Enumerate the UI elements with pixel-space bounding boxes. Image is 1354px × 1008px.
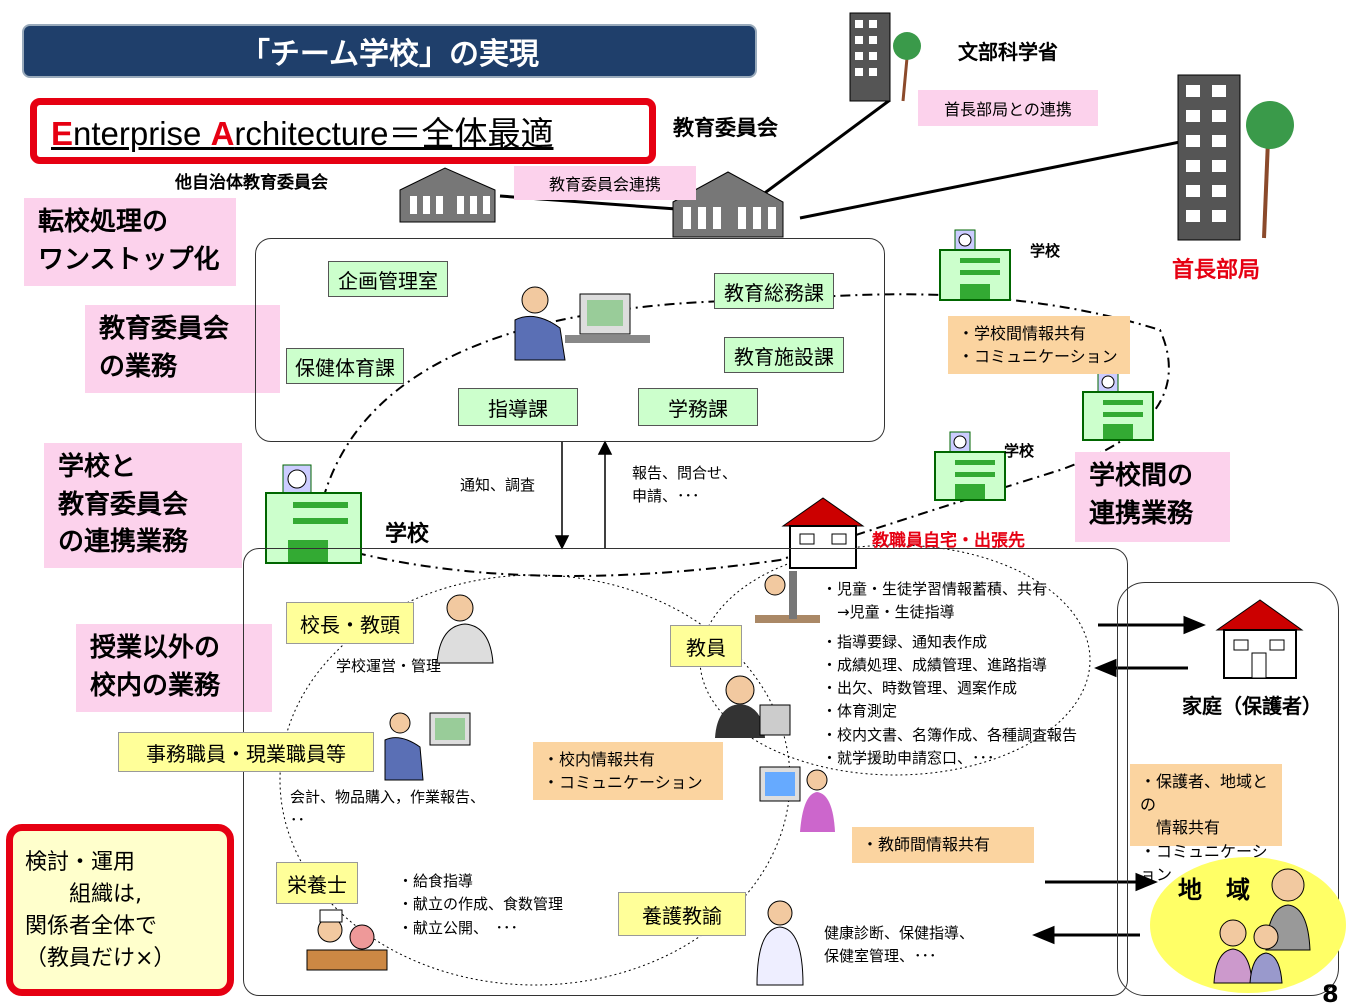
dept-facility: 教育施設課 [724, 337, 844, 373]
teacher-home-icon [781, 497, 865, 569]
school-a-icon [939, 229, 1011, 301]
teacher-task: →児童・生徒指導 [822, 603, 955, 622]
dept-guidance: 指導課 [458, 388, 578, 426]
teacher-task: ・校内文書、名簿作成、各種調査報告 [822, 725, 1078, 744]
head-office-link-note: 首長部局との連携 [918, 90, 1098, 126]
dept-general: 教育総務課 [714, 273, 834, 309]
office-worker-icon [514, 286, 650, 361]
teacher-home-label: 教職員自宅・出張先 [872, 531, 1025, 551]
teacher-task: ・就学援助申請窓口、･･･ [822, 748, 995, 767]
community-label: 地 域 [1178, 876, 1250, 904]
board-container [255, 238, 885, 442]
main-school-icon [265, 464, 362, 564]
enterprise-architecture-banner: Enterprise Architecture＝全体最適 [30, 98, 656, 164]
mext-building-icon [849, 12, 921, 102]
home-community-container [1117, 582, 1339, 996]
head-office-building-icon [1177, 74, 1294, 241]
dept-planning: 企画管理室 [328, 261, 448, 297]
teacher-computer-icon [759, 766, 835, 832]
flow-up-label: 報告、問合せ、申請、･･･ [632, 464, 738, 506]
nutrition-task-list: ・給食指導・献立の作成、食数管理・献立公開、 ･･･ [398, 872, 564, 937]
board-link-note: 教育委員会連携 [514, 166, 696, 200]
family-label: 家庭（保護者） [1182, 694, 1322, 718]
principal-figure-icon [436, 594, 494, 664]
board-building-icon [672, 171, 784, 238]
school-container [243, 548, 1128, 996]
board-label: 教育委員会 [673, 116, 778, 140]
page-number: 8 [1322, 980, 1339, 1008]
clerk-role: 事務職員・現業職員等 [118, 732, 374, 772]
main-school-label: 学校 [385, 522, 430, 547]
page-title: 「チーム学校」の実現 [22, 24, 757, 78]
nurse-task-list: 健康診断、保健指導、保健室管理、･･･ [824, 924, 975, 966]
teacher-laptop-icon [715, 675, 791, 738]
teacher-task: ・成績処理、成績管理、進路指導 [822, 655, 1048, 674]
nutrition-role: 栄養士 [276, 862, 358, 904]
teacher-task: ・体育測定 [822, 702, 898, 721]
flow-down-label: 通知、調査 [460, 476, 536, 494]
other-board-building-icon [399, 167, 496, 223]
guardian-info-note: ・保護者、地域との 情報共有・コミュニケーション [1130, 764, 1282, 884]
clerk-figure-icon [384, 712, 471, 781]
inter-school-note: 学校間の連携業務 [1075, 452, 1230, 542]
cook-figure-icon [306, 909, 388, 971]
inter-school-info-note: ・学校間情報共有・コミュニケーション [948, 316, 1130, 374]
teacher-task: ・出欠、時数管理、週案作成 [822, 679, 1018, 697]
school-a-label: 学校 [1030, 242, 1061, 260]
other-board-label: 他自治体教育委員会 [175, 173, 328, 193]
nurse-role: 養護教諭 [618, 892, 746, 936]
school-b-label: 学校 [1004, 442, 1035, 460]
nurse-figure-icon [756, 900, 804, 986]
teacher-info-note: ・教師間情報共有 [852, 827, 1034, 863]
in-school-info-note: ・校内情報共有・コミュニケーション [533, 742, 723, 800]
review-note: 検討・運用 組織は,関係者全体で（教員だけ×） [6, 824, 234, 996]
family-house-icon [1215, 599, 1304, 679]
community-oval [1150, 857, 1346, 993]
school-b-icon [1082, 371, 1154, 441]
teacher-task-list: ・児童・生徒学習情報蓄積、共有 →児童・生徒指導 ・指導要録、通知表作成 ・成績… [822, 578, 1077, 770]
dept-health: 保健体育課 [286, 348, 404, 384]
dept-academic: 学務課 [638, 388, 758, 426]
teacher-task: ・指導要録、通知表作成 [822, 632, 988, 651]
head-office-label: 首長部局 [1172, 258, 1261, 283]
mext-label: 文部科学省 [958, 40, 1058, 64]
outside-class-note: 授業以外の校内の業務 [76, 624, 272, 712]
school-c-icon [934, 431, 1006, 501]
teacher-role: 教員 [670, 625, 742, 667]
board-work-note: 教育委員会の業務 [85, 305, 280, 393]
principal-task: 学校運営・管理 [336, 657, 442, 675]
teacher-figure-icon [755, 571, 820, 623]
teacher-task: ・児童・生徒学習情報蓄積、共有 [822, 580, 1048, 598]
school-board-note: 学校と教育委員会の連携業務 [44, 443, 242, 568]
transfer-note: 転校処理のワンストップ化 [24, 198, 236, 286]
clerk-task: 会計、物品購入，作業報告、･･ [290, 788, 486, 830]
principal-role: 校長・教頭 [286, 602, 414, 644]
